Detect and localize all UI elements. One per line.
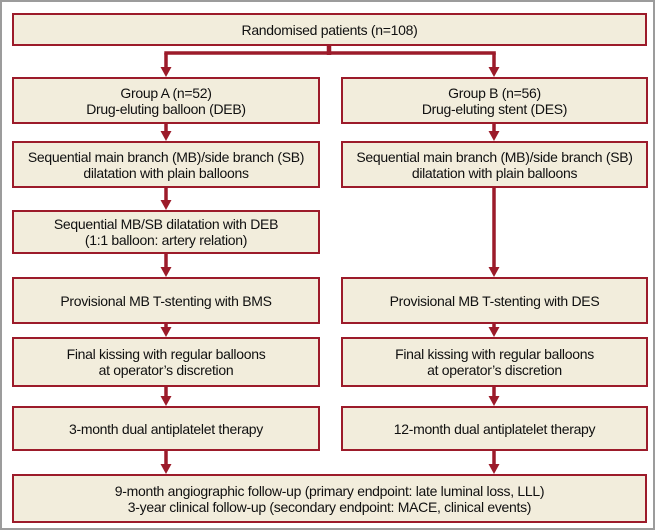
box-text: Sequential main branch (MB)/side branch … xyxy=(27,148,305,165)
box-text: 9-month angiographic follow-up (primary … xyxy=(114,482,545,499)
box-antiplatelet-3-month: 3-month dual antiplatelet therapy xyxy=(12,406,320,451)
box-text: 12-month dual antiplatelet therapy xyxy=(393,420,596,437)
box-text: at operator’s discretion xyxy=(427,362,562,378)
box-text: Sequential main branch (MB)/side branch … xyxy=(356,148,633,165)
box-text: Final kissing with regular balloons xyxy=(395,346,594,362)
box-randomised-patients: Randomised patients (n=108) xyxy=(12,13,647,46)
box-text: (1:1 balloon: artery relation) xyxy=(84,232,248,248)
box-follow-up: 9-month angiographic follow-up (primary … xyxy=(12,474,647,523)
box-provisional-stenting-bms: Provisional MB T-stenting with BMS xyxy=(12,277,320,324)
box-text: Provisional MB T-stenting with DES xyxy=(389,292,600,309)
box-final-kissing-b: Final kissing with regular balloons at o… xyxy=(341,337,648,387)
box-text: Drug-eluting balloon (DEB) xyxy=(86,100,246,117)
box-text: 3-month dual antiplatelet therapy xyxy=(68,420,263,437)
box-text: Drug-eluting stent (DES) xyxy=(421,100,568,117)
box-text: Randomised patients (n=108) xyxy=(241,21,418,38)
box-provisional-stenting-des: Provisional MB T-stenting with DES xyxy=(341,277,648,324)
box-text: Group A (n=52) xyxy=(120,84,212,101)
box-antiplatelet-12-month: 12-month dual antiplatelet therapy xyxy=(341,406,648,451)
box-text: dilatation with plain balloons xyxy=(83,164,249,181)
box-text: at operator’s discretion xyxy=(98,362,234,378)
box-final-kissing-a: Final kissing with regular balloons at o… xyxy=(12,337,320,387)
box-text: Sequential MB/SB dilatation with DEB xyxy=(53,216,279,232)
box-text: Final kissing with regular balloons xyxy=(66,346,266,362)
box-text: dilatation with plain balloons xyxy=(411,164,578,181)
box-group-b: Group B (n=56) Drug-eluting stent (DES) xyxy=(341,77,648,124)
box-sequential-dilatation-b: Sequential main branch (MB)/side branch … xyxy=(341,141,648,188)
box-text: Group B (n=56) xyxy=(448,84,541,101)
box-text: Provisional MB T-stenting with BMS xyxy=(60,292,272,309)
box-deb-dilatation: Sequential MB/SB dilatation with DEB (1:… xyxy=(12,210,320,254)
box-text: 3-year clinical follow-up (secondary end… xyxy=(127,498,532,515)
box-group-a: Group A (n=52) Drug-eluting balloon (DEB… xyxy=(12,77,320,124)
box-sequential-dilatation-a: Sequential main branch (MB)/side branch … xyxy=(12,141,320,188)
